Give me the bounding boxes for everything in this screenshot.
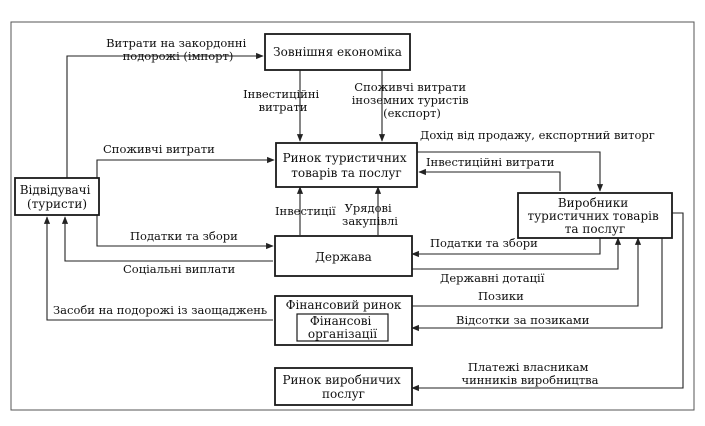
label-social-payments: Соціальні виплати xyxy=(123,262,236,276)
edge-sales-income xyxy=(417,151,604,192)
foreign-economy-box xyxy=(264,33,411,71)
edge-loans xyxy=(412,237,642,307)
tourism-market-label: Ринок туристичних товарів та послуг xyxy=(283,151,411,180)
financial-organizations-label: Фінансові організації xyxy=(308,314,377,341)
foreign-economy-label: Зовнішня економіка xyxy=(273,45,402,59)
label-government-purchases: Урядові закупівлі xyxy=(342,201,398,228)
tourism-market-box xyxy=(275,142,418,188)
producers-label: Виробники туристичних товарів та послуг xyxy=(527,196,662,236)
edge-loan-interest xyxy=(411,238,663,332)
label-taxes-left: Податки та збори xyxy=(130,229,238,243)
factor-market-box xyxy=(274,367,413,406)
edge-factor-payments xyxy=(411,212,684,392)
label-taxes-right: Податки та збори xyxy=(430,236,538,250)
label-state-subsidies: Державні дотації xyxy=(440,271,545,285)
edge-social-payments xyxy=(61,216,273,262)
financial-organizations-box xyxy=(296,313,389,342)
financial-market-label: Фінансовий ринок xyxy=(286,298,402,312)
edge-taxes-right xyxy=(411,236,601,258)
label-loans: Позики xyxy=(478,289,524,303)
label-consumer-spending: Споживчі витрати xyxy=(103,142,215,156)
label-import-spending: Витрати на закордонні подорожі (імпорт) xyxy=(106,36,250,63)
edge-import-spending xyxy=(66,52,264,178)
state-box xyxy=(274,235,413,277)
label-sales-income: Дохід від продажу, експортний виторг xyxy=(420,128,655,142)
label-foreign-consumer-spending: Споживчі витрати іноземних туристів (екс… xyxy=(352,80,473,120)
state-label: Держава xyxy=(315,250,372,264)
edge-taxes-left xyxy=(96,215,274,250)
edge-investment-spending-right xyxy=(418,168,561,191)
label-factor-payments: Платежі власникам чинників виробництва xyxy=(461,360,598,387)
label-investment-spending-top: Інвестиційні витрати xyxy=(243,87,323,114)
edge-consumer-spending xyxy=(96,156,275,178)
producers-box xyxy=(517,192,673,239)
visitors-label: Відвідувачі (туристи) xyxy=(20,183,95,211)
label-loan-interest: Відсотки за позиками xyxy=(456,313,590,327)
label-savings: Засоби на подорожі із заощаджень xyxy=(53,303,267,317)
factor-market-label: Ринок виробничих послуг xyxy=(282,373,404,401)
label-investments: Інвестиції xyxy=(275,204,336,218)
visitors-box xyxy=(14,177,100,216)
label-investment-spending-right: Інвестиційні витрати xyxy=(426,155,555,169)
edge-savings xyxy=(43,216,273,321)
outer-frame xyxy=(10,21,695,411)
